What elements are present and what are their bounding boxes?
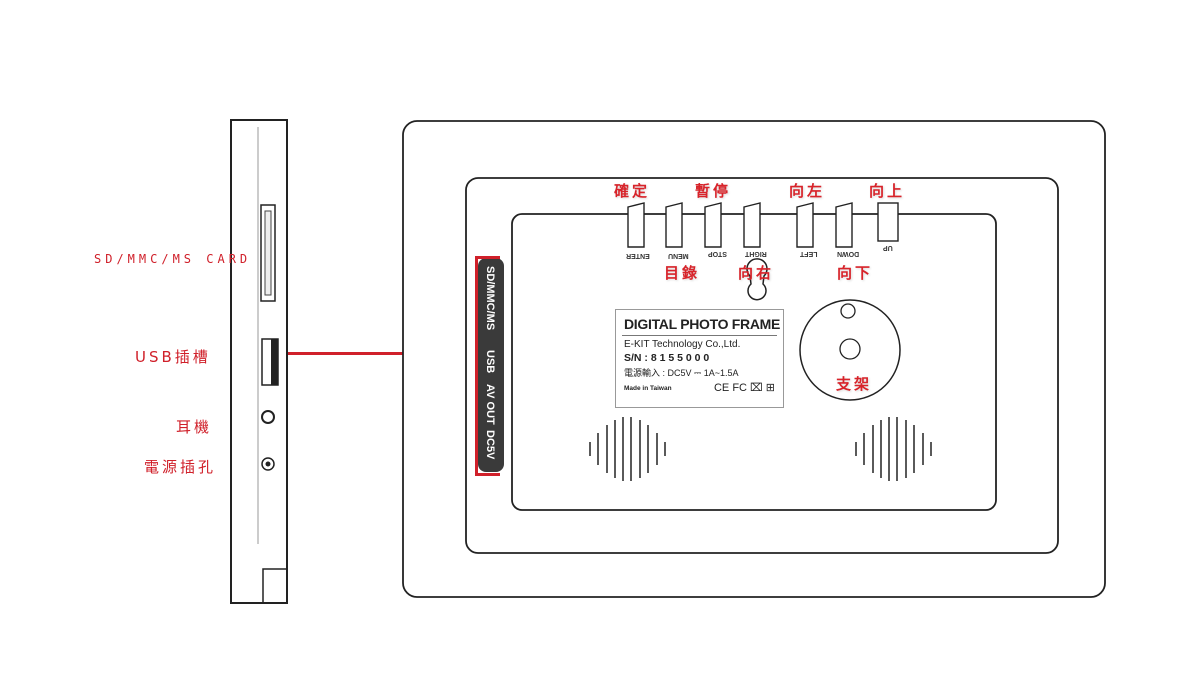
cn-label-down: 向下 — [837, 264, 874, 282]
button-right — [743, 202, 761, 248]
button-menu — [665, 202, 683, 248]
button-label-down: DOWN — [837, 250, 860, 257]
port-label-card: SD/MMC/MS — [484, 266, 496, 331]
label-card-slot: SD/MMC/MS CARD — [94, 252, 252, 266]
button-label-up: UP — [883, 244, 893, 251]
button-label-left: LEFT — [800, 250, 818, 257]
port-label-usb: USB — [484, 350, 496, 374]
label-earphone: 耳機 — [176, 418, 213, 436]
stand-label: 支架 — [836, 375, 873, 393]
connector-line — [288, 352, 478, 355]
cn-label-right: 向右 — [738, 264, 775, 282]
stand-icon — [799, 299, 901, 401]
cn-label-stop: 暫停 — [695, 182, 732, 200]
nameplate: DIGITAL PHOTO FRAME E-KIT Technology Co.… — [615, 309, 784, 408]
cn-label-enter: 確定 — [614, 182, 651, 200]
nameplate-origin: Made in Taiwan — [624, 385, 672, 392]
earphone-jack-icon — [261, 410, 275, 424]
speaker-right-icon — [855, 417, 932, 481]
button-label-menu: MENU — [668, 252, 689, 259]
button-enter — [627, 202, 645, 248]
port-strip-bracket — [475, 256, 500, 476]
nameplate-title: DIGITAL PHOTO FRAME — [624, 316, 781, 332]
side-view-outline — [230, 119, 288, 604]
port-label-dc: DC5V — [484, 430, 496, 460]
power-jack-icon — [261, 457, 275, 471]
side-view — [230, 119, 288, 604]
button-label-enter: ENTER — [626, 252, 650, 259]
label-usb-slot: USB插槽 — [135, 348, 211, 366]
usb-port-icon — [261, 338, 279, 386]
speaker-left-icon — [589, 417, 666, 481]
nameplate-divider — [622, 335, 777, 336]
label-power-jack: 電源插孔 — [144, 458, 217, 476]
port-strip: SD/MMC/MS USB AV OUT DC5V — [475, 256, 504, 476]
card-slot-icon — [260, 204, 276, 302]
port-label-av: AV OUT — [484, 384, 496, 425]
cn-label-left: 向左 — [789, 182, 826, 200]
button-label-right: RIGHT — [745, 250, 767, 257]
nameplate-company: E-KIT Technology Co.,Ltd. — [624, 339, 741, 350]
button-label-stop: STOP — [708, 250, 727, 257]
cn-label-menu: 目錄 — [664, 264, 701, 282]
button-down — [835, 202, 853, 248]
certification-icons: CE FC ⌧ ⊞ — [713, 382, 775, 394]
nameplate-serial: S/N : 8 1 5 5 0 0 0 — [624, 352, 710, 364]
hanging-hole-icon — [746, 258, 768, 301]
nameplate-power: 電源輸入 : DC5V ⎓ 1A~1.5A — [624, 368, 739, 378]
button-left — [796, 202, 814, 248]
button-stop — [704, 202, 722, 248]
button-up — [877, 202, 899, 242]
cn-label-up: 向上 — [869, 182, 906, 200]
